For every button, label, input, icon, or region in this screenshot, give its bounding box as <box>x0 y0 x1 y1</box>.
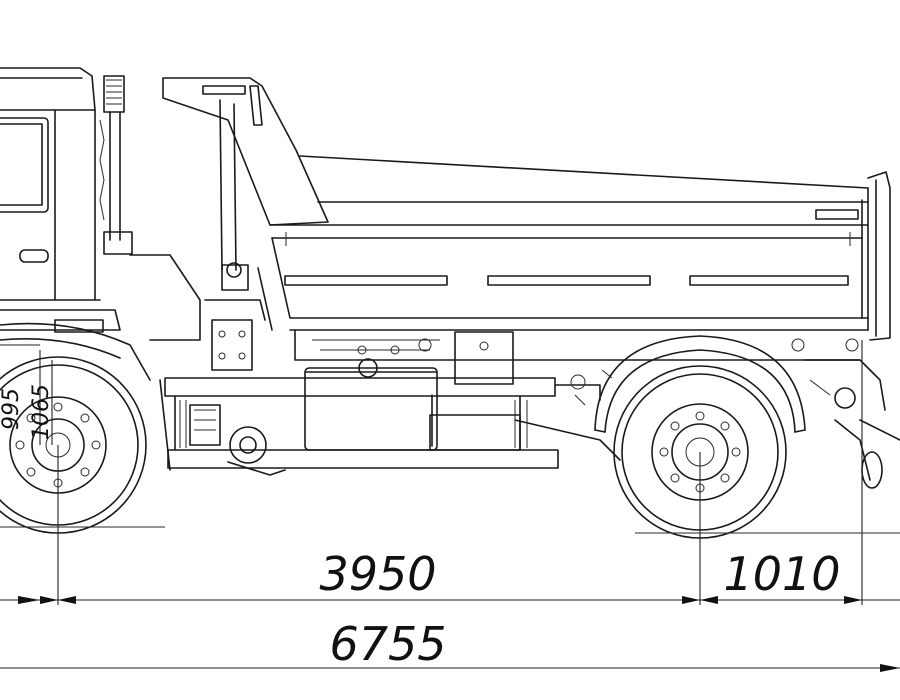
dimension-overall-length: 6755 <box>329 617 446 671</box>
fuel-tank <box>304 331 521 451</box>
frame-rail-lower <box>167 449 559 469</box>
side-rail-3 <box>689 275 849 286</box>
intake-base <box>103 231 133 255</box>
headboard-slot <box>202 85 246 95</box>
side-rail-2 <box>487 275 651 286</box>
dimension-wheelbase: 3950 <box>319 547 436 601</box>
rear-wheel-studs <box>659 411 741 493</box>
hoist-cylinder <box>129 254 273 371</box>
dimension-lines <box>0 340 900 672</box>
cab-window <box>0 117 49 213</box>
chassis-frame <box>159 377 621 471</box>
pump-unit <box>189 404 221 446</box>
frame-rail-upper <box>164 377 556 397</box>
cab <box>0 67 151 381</box>
dimension-front-height-b: 1065 <box>29 384 54 440</box>
dimension-front-height-a: 995 <box>0 388 24 430</box>
dimension-rear-overhang: 1010 <box>723 547 840 601</box>
dump-body <box>162 77 891 361</box>
step-plate <box>54 319 104 333</box>
tailgate-slot <box>815 209 859 220</box>
door-handle <box>19 249 49 263</box>
ground-lines <box>0 526 900 534</box>
spare-reel <box>229 426 267 464</box>
tool-box <box>454 331 514 385</box>
side-rail-1 <box>284 275 448 286</box>
valve-block <box>211 319 253 371</box>
rear-hitch <box>804 359 900 489</box>
auxiliary-equipment <box>189 338 859 476</box>
tank-cap <box>358 358 378 378</box>
front-wheel <box>0 356 147 534</box>
air-intake-stack <box>103 75 125 113</box>
battery-box <box>429 414 521 451</box>
